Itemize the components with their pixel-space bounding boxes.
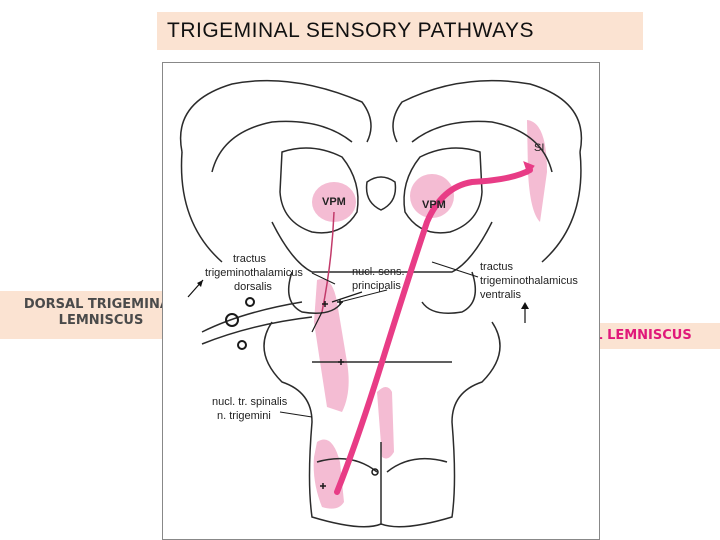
- leader-tractus-ventralis: [431, 261, 479, 278]
- medulla-right-contour: [386, 457, 448, 473]
- midbrain-outline: [271, 221, 493, 273]
- central-canal: [371, 468, 379, 476]
- leader-lines: [279, 261, 479, 418]
- leader-spinalis: [279, 411, 313, 418]
- trigeminal-nerve-fiber-2: [201, 316, 313, 345]
- left-inner-contour: [211, 120, 353, 173]
- right-hemisphere-outline: [392, 79, 583, 153]
- nerve-entry-circle-3: [245, 297, 255, 307]
- right-inner-contour: [411, 120, 553, 173]
- midline-region: [377, 387, 394, 459]
- neuron-pons: [338, 359, 344, 365]
- neuron-spinalis: [320, 483, 326, 489]
- dorsal-lemniscus-pathway: [321, 211, 335, 313]
- tractus-dorsalis-line-1: tractus: [233, 253, 267, 265]
- leader-tractus-dorsalis: [311, 272, 336, 285]
- nucl-spinalis-line-2: n. trigemini: [217, 410, 271, 422]
- brainstem-diagram: SI VPM VPM tractus trigeminothalamicus d…: [162, 62, 600, 540]
- right-thalamus-outline: [403, 147, 483, 234]
- pathways: [311, 161, 535, 495]
- si-label: SI: [534, 142, 544, 154]
- pons-left-outline: [263, 321, 313, 423]
- dorsal-label-line-1: DORSAL TRIGEMINAL: [23, 297, 179, 312]
- trigeminal-lemniscus-pathway: [334, 167, 533, 495]
- pons-right-outline: [451, 321, 501, 423]
- dorsal-label-line-2: LEMNISCUS: [58, 313, 144, 328]
- vpm-right-region: [410, 174, 454, 218]
- tractus-ventralis-line-2: trigeminothalamicus: [480, 275, 578, 287]
- page-title: TRIGEMINAL SENSORY PATHWAYS: [157, 12, 643, 50]
- vpm-left-label: VPM: [322, 196, 346, 208]
- leader-principalis: [339, 289, 388, 303]
- vpm-right-label: VPM: [422, 199, 446, 211]
- brain-outlines: [179, 79, 583, 528]
- right-peduncle-outline: [421, 271, 477, 314]
- tractus-dorsalis-line-3: dorsalis: [234, 281, 272, 293]
- vpm-left-region: [312, 182, 356, 222]
- diagram-labels: SI VPM VPM tractus trigeminothalamicus d…: [205, 142, 578, 422]
- trigeminal-nerve-fiber-1: [201, 301, 303, 333]
- tractus-ventralis-line-3: ventralis: [480, 289, 521, 301]
- nerve-entry-circle-2: [237, 340, 247, 350]
- nucl-principalis-line-2: principalis: [352, 280, 401, 292]
- tractus-ventralis-line-1: tractus: [480, 261, 514, 273]
- left-hemisphere-outline: [179, 79, 372, 153]
- tractus-dorsalis-line-2: trigeminothalamicus: [205, 267, 303, 279]
- nucl-principalis-line-1: nucl. sens.: [352, 266, 405, 278]
- left-peduncle-outline: [287, 271, 343, 314]
- neuron-principalis-1: [322, 301, 328, 307]
- si-cortex-region: [527, 120, 547, 222]
- third-ventricle-outline: [365, 176, 397, 211]
- left-temporal-outline: [180, 151, 223, 263]
- si-arrowhead-icon: [523, 161, 535, 176]
- nerve-entry-circle-1: [225, 313, 239, 327]
- nucl-spinalis-line-1: nucl. tr. spinalis: [212, 396, 288, 408]
- left-thalamus-outline: [279, 147, 359, 234]
- nerve-entry-markers: [225, 297, 255, 350]
- principal-nucleus-fibers: [311, 291, 363, 333]
- right-temporal-outline: [541, 151, 582, 263]
